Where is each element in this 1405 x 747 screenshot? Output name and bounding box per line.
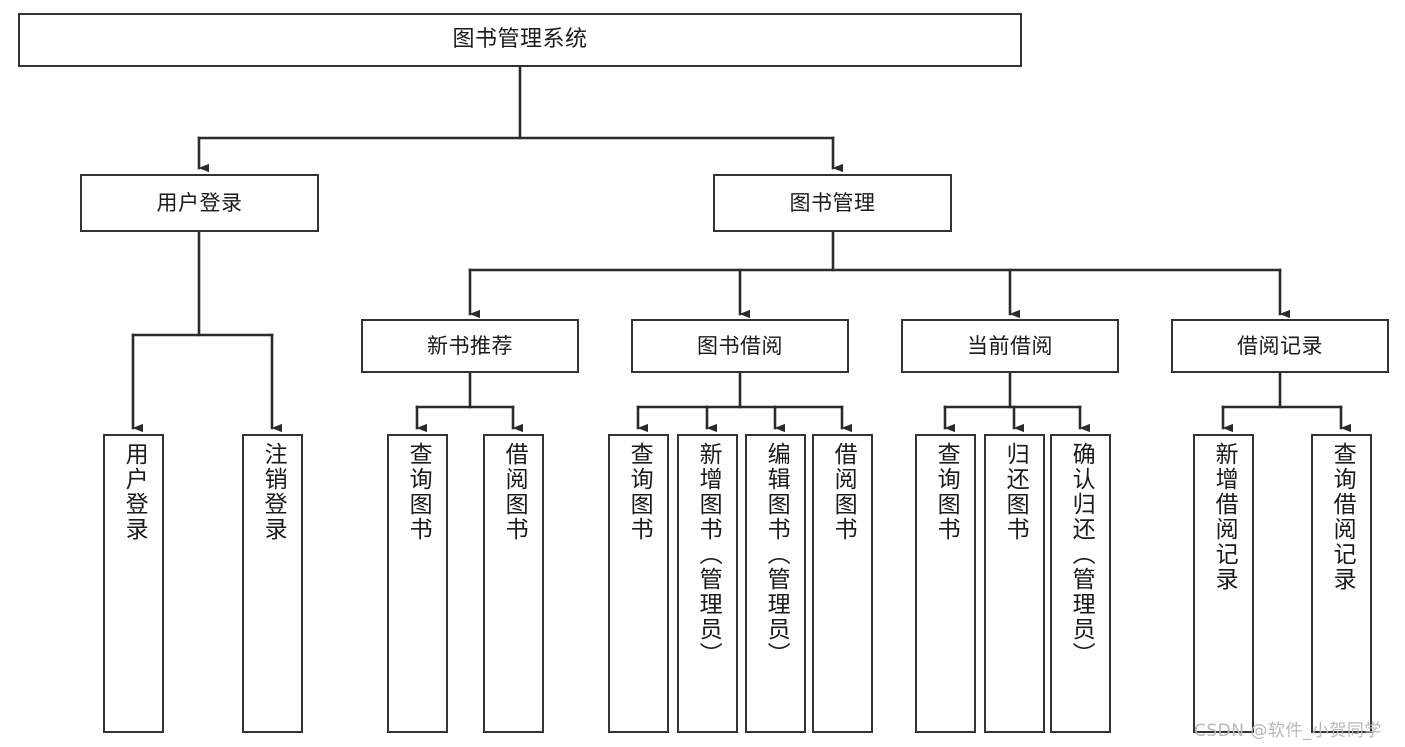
node-label: 注销登录: [260, 442, 287, 542]
leaf-logout[interactable]: 注销登录: [242, 434, 303, 733]
node-label: 查询图书: [405, 442, 432, 542]
leaf-edit-book-admin[interactable]: 编辑图书（管理员）: [745, 434, 806, 733]
leaf-borrow-book-new-rec[interactable]: 借阅图书: [483, 434, 544, 733]
node-label: 新书推荐: [427, 333, 513, 358]
leaf-query-book-borrow[interactable]: 查询图书: [608, 434, 669, 733]
node-label: 用户登录: [156, 190, 243, 215]
leaf-confirm-return-admin[interactable]: 确认归还（管理员）: [1050, 434, 1111, 733]
node-label: 确认归还（管理员）: [1068, 442, 1095, 667]
node-label: 查询图书: [626, 442, 653, 542]
node-label: 借阅图书: [501, 442, 528, 542]
node-label: 归还图书: [1002, 442, 1029, 542]
node-label: 图书借阅: [697, 333, 783, 358]
leaf-borrow-book[interactable]: 借阅图书: [812, 434, 873, 733]
leaf-query-book-current[interactable]: 查询图书: [915, 434, 976, 733]
node-current-borrow[interactable]: 当前借阅: [901, 319, 1119, 373]
node-label: 图书管理: [789, 190, 876, 215]
csdn-watermark: CSDN @软件_小贺同学: [1194, 721, 1382, 741]
node-new-book-recommend[interactable]: 新书推荐: [361, 319, 579, 373]
node-label: 编辑图书（管理员）: [763, 442, 790, 667]
node-label: 查询借阅记录: [1329, 442, 1356, 592]
node-label: 新增借阅记录: [1211, 442, 1238, 592]
node-label: 借阅图书: [830, 442, 857, 542]
node-label: 新增图书（管理员）: [695, 442, 722, 667]
leaf-query-borrow-record[interactable]: 查询借阅记录: [1311, 434, 1372, 733]
node-label: 借阅记录: [1237, 333, 1323, 358]
node-user-login[interactable]: 用户登录: [80, 174, 319, 232]
leaf-return-book[interactable]: 归还图书: [984, 434, 1045, 733]
leaf-user-login[interactable]: 用户登录: [103, 434, 164, 733]
node-label: 用户登录: [121, 442, 148, 542]
leaf-add-borrow-record[interactable]: 新增借阅记录: [1193, 434, 1254, 733]
node-label: 当前借阅: [967, 333, 1053, 358]
node-label: 查询图书: [933, 442, 960, 542]
leaf-add-book-admin[interactable]: 新增图书（管理员）: [677, 434, 738, 733]
node-book-borrow[interactable]: 图书借阅: [631, 319, 849, 373]
leaf-query-book-new-rec[interactable]: 查询图书: [387, 434, 448, 733]
node-book-management[interactable]: 图书管理: [713, 174, 952, 232]
node-borrow-record[interactable]: 借阅记录: [1171, 319, 1389, 373]
node-root-system[interactable]: 图书管理系统: [18, 13, 1022, 67]
node-label: 图书管理系统: [452, 27, 588, 53]
